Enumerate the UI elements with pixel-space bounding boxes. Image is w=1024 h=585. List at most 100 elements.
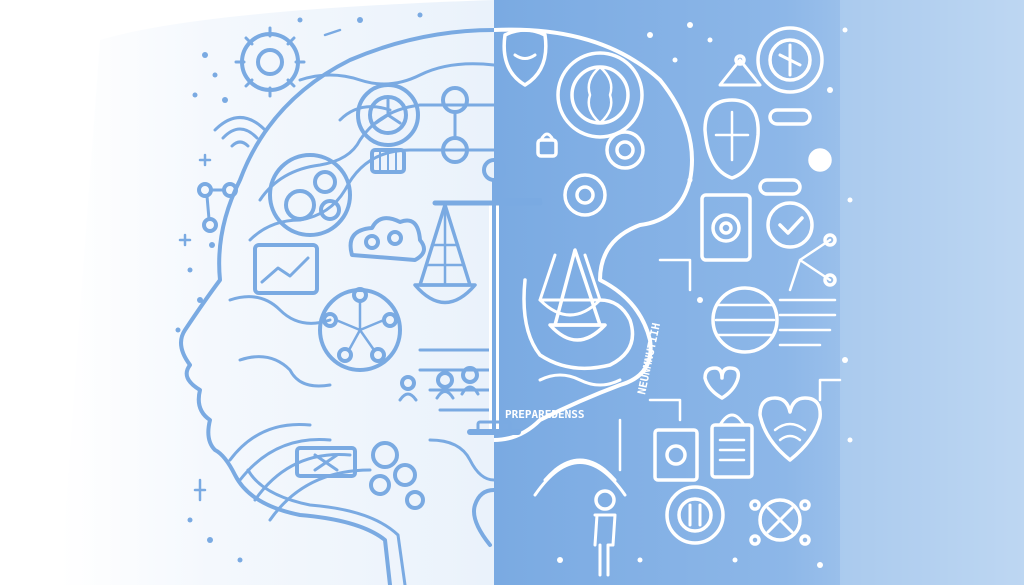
person-icon-head bbox=[400, 375, 416, 391]
person-head bbox=[387, 230, 403, 246]
left-dots bbox=[175, 12, 423, 563]
node bbox=[799, 499, 811, 511]
gear-icon-ring bbox=[768, 38, 812, 82]
person-head bbox=[364, 234, 380, 250]
pill-shape bbox=[768, 108, 812, 126]
dashed-lines bbox=[778, 298, 837, 347]
brain-gear-icon bbox=[556, 51, 644, 139]
lock-lines bbox=[718, 438, 746, 462]
heart-icon bbox=[703, 366, 741, 400]
gear-small bbox=[284, 189, 316, 221]
clipboard-icon bbox=[653, 428, 699, 482]
hex-network-icon bbox=[758, 498, 802, 542]
lock-icon-body bbox=[536, 138, 558, 158]
head-inner-outline bbox=[246, 468, 407, 585]
person-icon-body bbox=[593, 513, 617, 577]
gear-icon-core bbox=[615, 140, 635, 160]
scale-right-pan bbox=[548, 323, 607, 342]
bubble bbox=[405, 490, 425, 510]
maze-line bbox=[238, 355, 332, 388]
mask-smile bbox=[513, 53, 537, 60]
maze-lines bbox=[418, 348, 494, 412]
left-line-art bbox=[178, 26, 494, 585]
node bbox=[734, 54, 746, 66]
scale-left-pan bbox=[413, 283, 477, 305]
wifi-icon bbox=[213, 116, 267, 148]
arc bbox=[238, 438, 332, 482]
sphere-icon bbox=[711, 286, 779, 354]
head-outline bbox=[179, 28, 494, 585]
gear-small bbox=[319, 199, 341, 221]
location-pin-icon bbox=[472, 488, 494, 547]
right-dots bbox=[557, 22, 853, 568]
gear-small bbox=[313, 170, 337, 194]
face-icon bbox=[703, 98, 760, 180]
right-line-art bbox=[494, 26, 842, 577]
node bbox=[370, 347, 386, 363]
node bbox=[337, 347, 353, 363]
network-links bbox=[334, 299, 386, 352]
person-icon-head bbox=[461, 366, 479, 384]
gauge-needle bbox=[374, 98, 402, 125]
sphere-stripes bbox=[714, 303, 776, 337]
node bbox=[823, 233, 837, 247]
gear-icon-large bbox=[756, 26, 824, 94]
target-icon-core bbox=[719, 221, 733, 235]
dot-filled bbox=[808, 148, 832, 172]
bubble bbox=[393, 463, 417, 487]
scale-base-block bbox=[476, 420, 512, 434]
node-links bbox=[205, 188, 226, 221]
person-icon-body bbox=[398, 392, 418, 402]
check-badge-icon bbox=[766, 201, 814, 249]
maze-line bbox=[258, 103, 494, 202]
heart-icon-large bbox=[758, 396, 822, 462]
gear-icon bbox=[563, 173, 607, 217]
lock-icon-shackle bbox=[539, 132, 555, 142]
maze-line bbox=[228, 295, 332, 325]
gear-icon-core bbox=[256, 48, 284, 76]
bubble bbox=[369, 474, 391, 496]
circle-icon-ring bbox=[677, 497, 713, 533]
chart-box-icon bbox=[253, 243, 319, 295]
gauge-icon bbox=[356, 83, 420, 147]
x-mark bbox=[313, 453, 339, 472]
hex-x bbox=[766, 506, 794, 534]
lock-icon-large bbox=[710, 423, 754, 479]
node bbox=[823, 273, 837, 287]
arc bbox=[228, 422, 312, 462]
scale-pan-right bbox=[538, 253, 602, 302]
pill-shape bbox=[758, 178, 802, 196]
brain-lines bbox=[587, 65, 613, 125]
maze-line bbox=[428, 438, 494, 482]
jug-icon bbox=[522, 278, 635, 371]
person-icon-head bbox=[436, 371, 454, 389]
triangle-node-icon bbox=[718, 58, 762, 87]
scales-of-justice bbox=[413, 158, 607, 435]
people-cloud-icon bbox=[348, 216, 426, 262]
gauge-icon-inner bbox=[368, 95, 408, 135]
check-mark bbox=[778, 216, 804, 235]
lock-shackle bbox=[718, 413, 746, 427]
gear-icon bbox=[605, 130, 645, 170]
circle-icon bbox=[665, 485, 725, 545]
head-back-outline bbox=[494, 27, 694, 442]
person-icon-body bbox=[435, 385, 480, 400]
large-gear-icon bbox=[268, 153, 352, 237]
target-icon bbox=[711, 213, 741, 243]
node bbox=[749, 499, 761, 511]
clipboard-circle bbox=[665, 444, 687, 466]
circle-icon-mark bbox=[688, 503, 702, 527]
node bbox=[749, 534, 761, 546]
bubble bbox=[371, 441, 399, 469]
circuit-lines bbox=[618, 258, 842, 472]
chart-line bbox=[260, 256, 310, 284]
mask-icon bbox=[502, 28, 548, 87]
face-lines bbox=[714, 110, 750, 162]
box-lines bbox=[379, 149, 397, 173]
maze-line bbox=[298, 62, 494, 86]
maze-line bbox=[338, 105, 392, 122]
heart-wifi bbox=[773, 422, 807, 442]
person-icon-head bbox=[594, 489, 616, 511]
